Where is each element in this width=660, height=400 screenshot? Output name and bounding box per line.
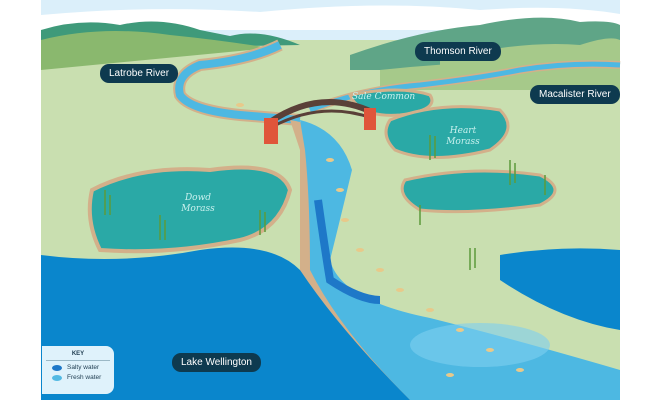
lake-wellington <box>41 247 410 400</box>
heart-morass-label: Heart Morass <box>446 126 480 147</box>
salty-water-swatch-icon <box>52 364 62 371</box>
lake-east <box>500 248 620 330</box>
fresh-water-swatch-icon <box>52 374 62 381</box>
bridge-pillar-left <box>264 118 278 144</box>
salt-wedge <box>314 199 381 304</box>
dowd-morass-wetland <box>87 165 293 254</box>
fish-school <box>236 103 524 377</box>
key-title: KEY <box>46 346 110 361</box>
key-label-fresh: Fresh water <box>67 374 102 381</box>
bridge-deck <box>269 109 373 130</box>
key-item-fresh: Fresh water <box>52 374 114 381</box>
heart-morass-wetland <box>384 105 510 159</box>
map-key: KEY Salty water Fresh water <box>42 346 114 394</box>
bridge-arch <box>268 99 374 125</box>
hills-left <box>41 31 270 70</box>
latrobe-river <box>175 41 301 124</box>
bridge-pillar-right <box>364 108 376 130</box>
clouds <box>41 5 620 31</box>
lake-wellington-label: Lake Wellington <box>172 353 261 372</box>
fresh-water-swirl <box>410 323 550 367</box>
main-river <box>300 120 620 400</box>
morass-east-wetland <box>400 169 557 214</box>
macalister-river-label: Macalister River <box>530 85 620 104</box>
dowd-morass-label: Dowd Morass <box>181 193 215 214</box>
sale-common-label: Sale Common <box>352 92 416 102</box>
reeds <box>104 135 546 270</box>
key-item-salty: Salty water <box>52 364 114 371</box>
latrobe-river-label: Latrobe River <box>100 64 179 83</box>
thomson-river-label: Thomson River <box>415 42 501 61</box>
key-label-salty: Salty water <box>67 364 100 371</box>
